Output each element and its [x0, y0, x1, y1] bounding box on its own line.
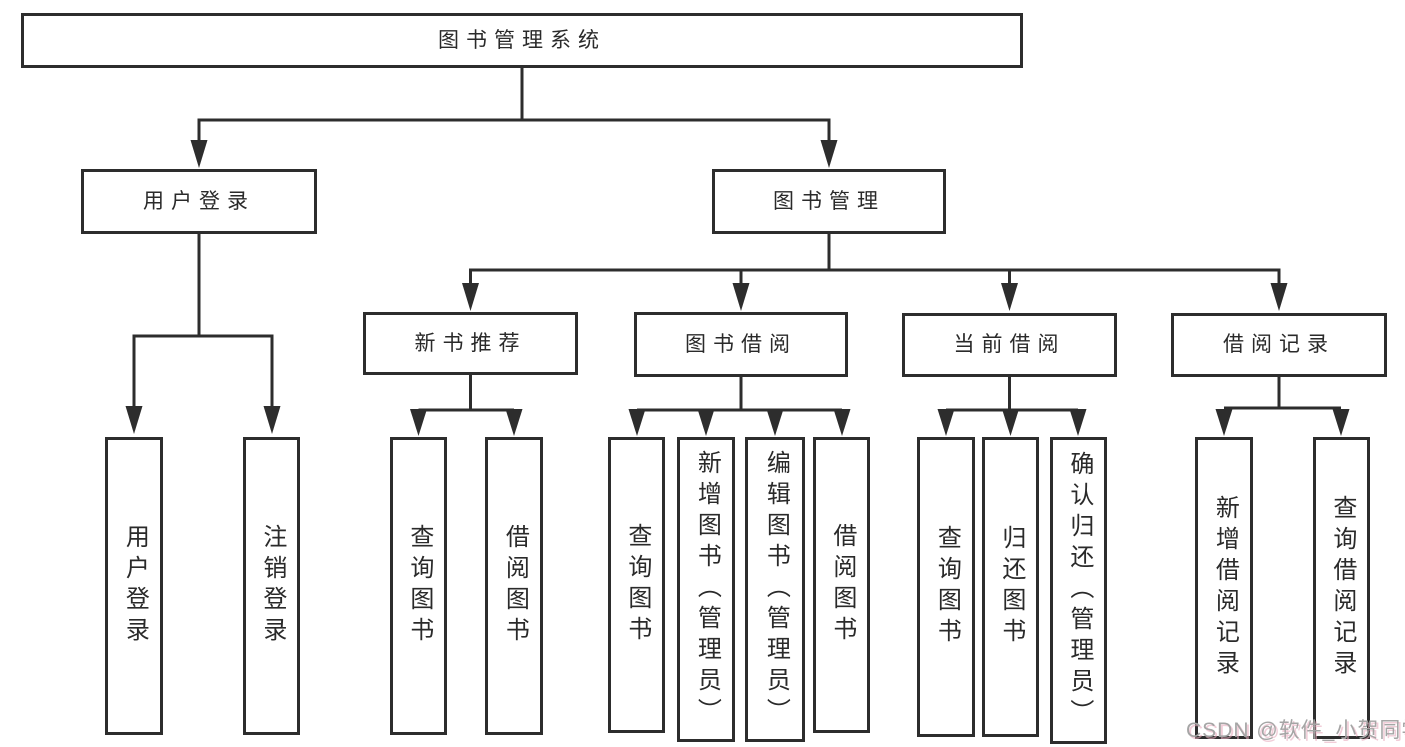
node-library-system: 图书管理系统 — [21, 13, 1023, 68]
node-current-borrowing: 当前借阅 — [902, 313, 1117, 377]
node-borrowing-records: 借阅记录 — [1171, 313, 1387, 377]
node-user-login: 用户登录 — [81, 169, 317, 234]
leaf-user-login: 用户登录 — [105, 437, 163, 735]
leaf-borrowing-add-book-admin: 新增图书（管理员） — [677, 437, 735, 742]
node-book-management: 图书管理 — [712, 169, 946, 234]
leaf-current-return-book: 归还图书 — [982, 437, 1039, 737]
leaf-borrowing-borrow-book: 借阅图书 — [813, 437, 870, 733]
leaf-newbook-borrow-book: 借阅图书 — [485, 437, 543, 735]
leaf-newbook-query-book: 查询图书 — [390, 437, 447, 735]
leaf-record-add-borrow-record: 新增借阅记录 — [1195, 437, 1253, 739]
csdn-watermark: CSDN @软件_小贺同学 — [1186, 719, 1405, 742]
leaf-current-confirm-return-admin: 确认归还（管理员） — [1050, 437, 1107, 744]
node-book-borrowing: 图书借阅 — [634, 312, 848, 377]
leaf-borrowing-edit-book-admin: 编辑图书（管理员） — [745, 437, 805, 742]
leaf-logout: 注销登录 — [243, 437, 300, 735]
node-new-book-recommend: 新书推荐 — [363, 312, 578, 375]
leaf-current-query-book: 查询图书 — [917, 437, 975, 737]
leaf-record-query-borrow-record: 查询借阅记录 — [1313, 437, 1370, 739]
leaf-borrowing-query-book: 查询图书 — [608, 437, 665, 733]
